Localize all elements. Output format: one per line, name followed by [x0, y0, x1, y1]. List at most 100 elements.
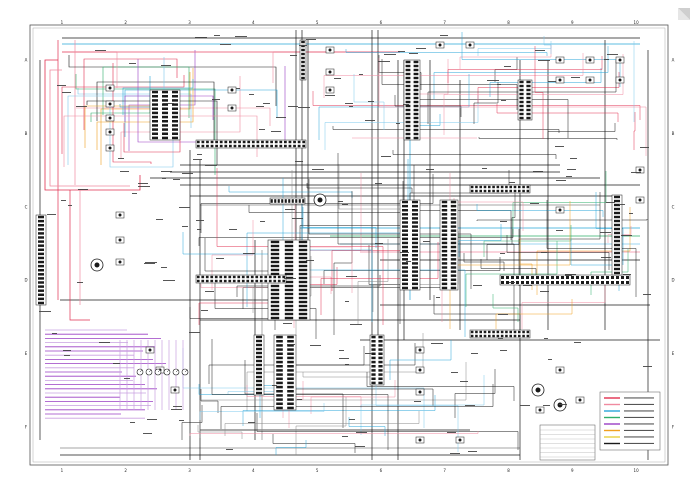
wire-layer — [39, 30, 660, 460]
label-mark — [196, 220, 204, 221]
label-mark — [468, 451, 477, 452]
label-mark — [334, 78, 341, 79]
label-mark — [95, 50, 106, 51]
label-mark — [189, 332, 200, 333]
wire — [49, 69, 130, 187]
wire — [96, 81, 215, 147]
wire — [534, 46, 544, 139]
label-mark — [143, 433, 152, 434]
label-mark — [571, 77, 580, 78]
legend-text-mark — [624, 410, 654, 412]
label-mark — [375, 243, 383, 244]
wire — [595, 192, 624, 265]
device-symbol — [555, 76, 565, 84]
wire — [633, 112, 636, 150]
label-mark — [62, 92, 71, 93]
label-mark — [57, 85, 66, 86]
label-mark — [342, 204, 348, 205]
label-mark — [398, 51, 405, 52]
wire — [272, 434, 356, 453]
gauge-symbol — [154, 368, 162, 376]
wire — [449, 173, 524, 231]
label-mark — [643, 366, 652, 367]
wire — [306, 183, 413, 193]
grid-ref-right: A — [672, 58, 675, 63]
label-mark — [349, 419, 355, 420]
label-mark — [256, 106, 264, 107]
wire — [282, 178, 373, 322]
device-symbol — [115, 211, 125, 219]
grid-ref-bottom: 8 — [507, 468, 510, 473]
label-mark — [156, 219, 163, 220]
wire — [337, 153, 515, 335]
label-mark — [403, 104, 409, 105]
label-mark — [249, 94, 254, 95]
label-mark — [600, 232, 611, 233]
wire — [506, 235, 610, 270]
label-mark — [276, 117, 286, 118]
grid-ref-top: 4 — [252, 20, 255, 25]
label-mark — [570, 158, 577, 159]
label-mark — [378, 61, 390, 62]
label-mark — [509, 282, 515, 283]
grid-ref-left: B — [25, 131, 28, 136]
wire — [75, 74, 216, 175]
label-mark — [235, 36, 247, 37]
label-mark — [197, 229, 201, 230]
wire — [521, 276, 606, 329]
device-symbol — [575, 396, 585, 404]
label-mark — [171, 409, 182, 410]
label-mark — [226, 449, 233, 450]
device-symbol — [325, 46, 335, 54]
wire — [512, 171, 607, 234]
grid-ref-left: A — [25, 58, 28, 63]
grid-ref-bottom: 10 — [634, 468, 640, 473]
label-mark — [310, 345, 321, 346]
label-mark — [197, 154, 202, 155]
wire — [433, 295, 521, 333]
connector-block — [399, 199, 421, 291]
label-mark — [182, 173, 193, 174]
wire — [189, 307, 276, 330]
wire — [461, 32, 621, 87]
label-mark — [498, 338, 503, 339]
wire — [476, 219, 648, 221]
legend-text-mark — [624, 403, 654, 405]
label-mark — [345, 364, 349, 365]
wire — [100, 72, 191, 165]
label-mark — [523, 285, 532, 286]
sheet-inner-border — [32, 27, 666, 463]
device-symbol — [170, 386, 180, 394]
label-mark — [288, 106, 298, 107]
label-mark — [342, 436, 348, 437]
label-mark — [325, 95, 335, 96]
device-symbol — [555, 56, 565, 64]
wire — [124, 89, 278, 137]
label-mark — [535, 50, 545, 51]
label-mark — [138, 186, 150, 187]
label-mark — [298, 107, 310, 108]
label-mark — [533, 171, 543, 172]
wire — [310, 380, 396, 414]
label-mark — [205, 291, 214, 292]
connector-block — [253, 334, 265, 396]
label-mark — [161, 171, 172, 172]
sheet-border — [29, 24, 669, 466]
wire — [112, 63, 152, 164]
label-mark — [566, 176, 572, 177]
wire — [199, 362, 467, 438]
device-symbol — [415, 366, 425, 374]
label-mark — [285, 209, 295, 210]
wire — [473, 82, 499, 124]
connector-block — [35, 214, 47, 306]
wire — [449, 201, 571, 329]
device-symbol — [615, 56, 625, 64]
note-table — [539, 424, 596, 461]
motor-symbol — [313, 193, 327, 207]
connector-block — [195, 139, 307, 149]
wire — [443, 54, 624, 135]
label-mark — [295, 161, 303, 162]
label-mark — [248, 422, 255, 423]
